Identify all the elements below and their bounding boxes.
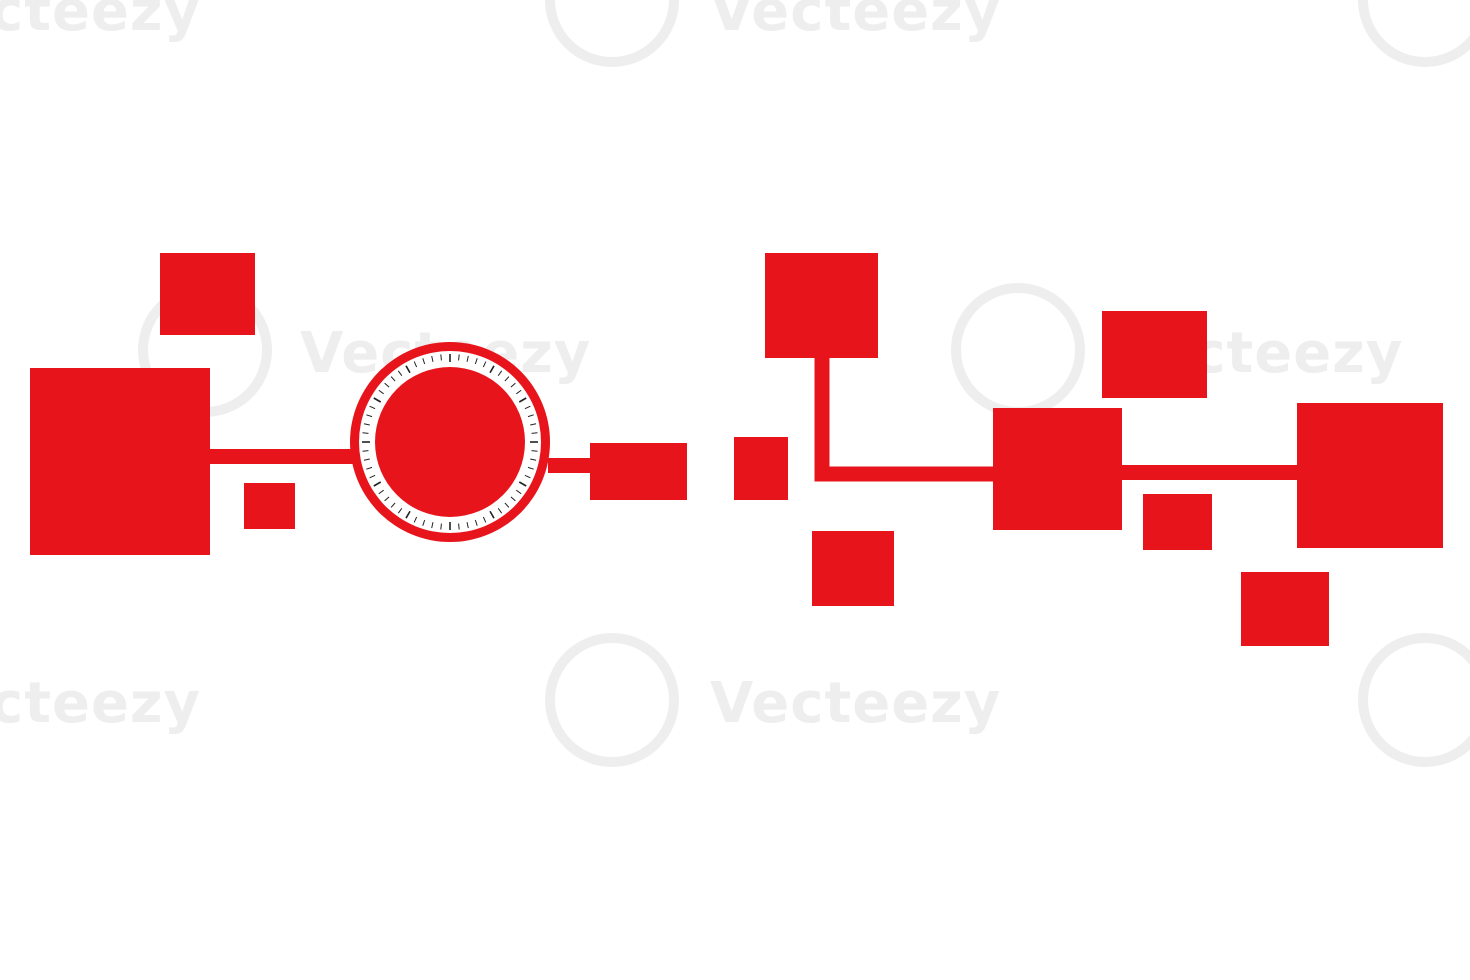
square-node xyxy=(765,253,878,358)
watermark-text: Vecteezy xyxy=(710,0,1001,44)
connector-line xyxy=(548,458,592,473)
dial-tick xyxy=(458,354,460,361)
dial-tick xyxy=(527,466,534,470)
watermark-text: Vecteezy xyxy=(710,671,1001,736)
dial-tick xyxy=(369,474,376,479)
dial-tick xyxy=(510,382,516,388)
connector-line xyxy=(208,449,354,464)
watermark-row-bottom: cteezy Vecteezy xyxy=(0,633,1470,767)
dial-tick xyxy=(530,458,537,461)
connector-line xyxy=(1120,465,1300,480)
square-node-small xyxy=(244,483,295,529)
square-node xyxy=(1102,311,1207,398)
connector-lines xyxy=(208,356,1300,482)
dial-tick xyxy=(458,523,460,530)
dial-tick xyxy=(431,522,434,529)
dial-tick xyxy=(366,414,373,418)
watermark-logo-icon xyxy=(1358,0,1470,67)
dial-tick xyxy=(390,376,396,382)
watermark-logo-icon xyxy=(545,0,679,67)
square-node xyxy=(1241,572,1329,646)
dial-tick xyxy=(489,510,495,519)
watermark-text: cteezy xyxy=(0,671,201,736)
dial-tick xyxy=(378,389,384,395)
dial-tick xyxy=(516,389,522,395)
dial-tick xyxy=(440,354,442,361)
dial-tick xyxy=(363,458,370,461)
dial-node xyxy=(350,342,550,542)
dial-tick xyxy=(518,481,527,487)
dial-tick xyxy=(504,376,510,382)
square-node xyxy=(590,443,687,500)
square-node-large xyxy=(30,368,210,555)
dial-tick xyxy=(482,516,487,523)
square-node xyxy=(812,531,894,606)
watermark-row-top: cteezy Vecteezy xyxy=(0,0,1470,67)
dial-tick xyxy=(413,361,418,368)
dial-tick xyxy=(373,397,382,403)
dial-tick xyxy=(530,423,537,426)
dial-tick xyxy=(362,450,369,452)
dial-tick xyxy=(482,361,487,368)
dial-tick xyxy=(504,502,510,508)
dial-tick xyxy=(510,496,516,502)
dial-tick xyxy=(384,496,390,502)
dial-tick xyxy=(362,432,369,434)
dial-tick xyxy=(373,481,382,487)
square-node-large xyxy=(1297,403,1443,548)
diagram-nodes xyxy=(30,253,1443,646)
dial-tick xyxy=(474,519,478,526)
dial-tick xyxy=(378,489,384,495)
dial-ticks xyxy=(362,354,538,530)
dial-tick xyxy=(397,370,403,376)
dial-tick xyxy=(363,423,370,426)
dial-tick xyxy=(384,382,390,388)
dial-center xyxy=(375,367,525,517)
dial-tick xyxy=(489,365,495,374)
dial-tick xyxy=(405,510,411,519)
dial-tick xyxy=(466,355,469,362)
dial-tick xyxy=(405,365,411,374)
square-node xyxy=(160,253,255,335)
dial-tick xyxy=(524,474,531,479)
dial-tick xyxy=(397,508,403,514)
dial-tick xyxy=(527,414,534,418)
watermark-logo-icon xyxy=(1358,633,1470,767)
dial-tick xyxy=(518,397,527,403)
connector-line-elbow xyxy=(814,356,996,482)
dial-tick xyxy=(366,466,373,470)
dial-tick xyxy=(431,355,434,362)
dial-tick xyxy=(413,516,418,523)
square-node-large xyxy=(993,408,1122,530)
dial-tick xyxy=(531,432,538,434)
dial-tick xyxy=(390,502,396,508)
dial-tick xyxy=(474,358,478,365)
dial-tick xyxy=(422,519,426,526)
watermark-logo-icon xyxy=(545,633,679,767)
dial-tick xyxy=(531,450,538,452)
dial-tick xyxy=(516,489,522,495)
dial-tick xyxy=(369,405,376,410)
dial-tick xyxy=(466,522,469,529)
watermark-text: cteezy xyxy=(0,0,201,44)
square-node-small xyxy=(734,437,788,500)
dial-tick xyxy=(440,523,442,530)
dial-tick xyxy=(524,405,531,410)
square-node-small xyxy=(1143,494,1212,550)
dial-tick xyxy=(422,358,426,365)
dial-tick xyxy=(497,508,503,514)
dial-tick xyxy=(497,370,503,376)
